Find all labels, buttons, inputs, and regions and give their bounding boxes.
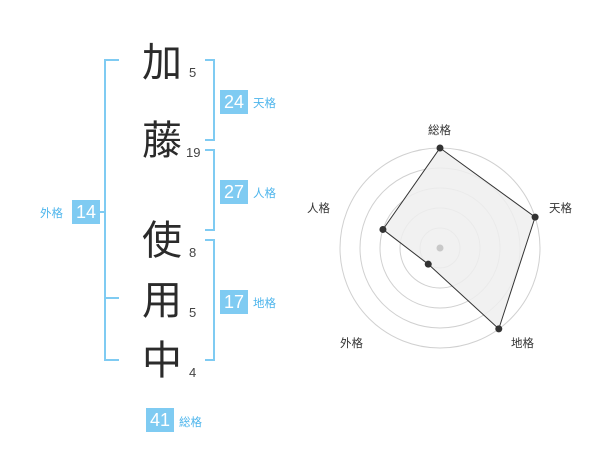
radar-polygon xyxy=(382,147,536,330)
radar-label-gaikaku: 外格 xyxy=(340,336,363,350)
name-char-2: 藤 xyxy=(142,118,182,164)
soukaku-label: 総格 xyxy=(179,415,202,429)
stroke-count-1: 5 xyxy=(189,65,197,80)
radar-point-2 xyxy=(495,325,503,333)
name-char-5: 中 xyxy=(142,338,182,384)
stroke-count-5: 4 xyxy=(189,365,197,380)
name-char-1: 加 xyxy=(142,40,182,86)
radar-point-4 xyxy=(379,225,387,233)
radar-center-dot xyxy=(436,244,444,252)
jinkaku-value: 27 xyxy=(220,180,248,204)
chikaku-bracket xyxy=(205,239,215,361)
tenkaku-label: 天格 xyxy=(253,96,276,110)
gaikaku-bracket xyxy=(104,59,119,361)
chikaku-value: 17 xyxy=(220,290,248,314)
stroke-count-2: 19 xyxy=(186,145,201,160)
radar-point-0 xyxy=(436,144,444,152)
tenkaku-value: 24 xyxy=(220,90,248,114)
radar-label-tenkaku: 天格 xyxy=(549,201,572,215)
radar-point-3 xyxy=(424,260,432,268)
stroke-count-3: 8 xyxy=(189,245,197,260)
name-char-3: 使 xyxy=(142,218,182,264)
radar-point-1 xyxy=(531,213,539,221)
tenkaku-bracket xyxy=(205,59,215,141)
gaikaku-value: 14 xyxy=(72,200,100,224)
radar-label-chikaku: 地格 xyxy=(511,336,534,350)
radar-label-jinkaku: 人格 xyxy=(307,201,330,215)
jinkaku-label: 人格 xyxy=(253,186,276,200)
chikaku-label: 地格 xyxy=(253,296,276,310)
radar-label-soukaku: 総格 xyxy=(428,123,451,137)
soukaku-value: 41 xyxy=(146,408,174,432)
stroke-count-4: 5 xyxy=(189,305,197,320)
name-char-4: 用 xyxy=(142,278,182,324)
gaikaku-label: 外格 xyxy=(40,206,63,220)
jinkaku-bracket xyxy=(205,149,215,231)
